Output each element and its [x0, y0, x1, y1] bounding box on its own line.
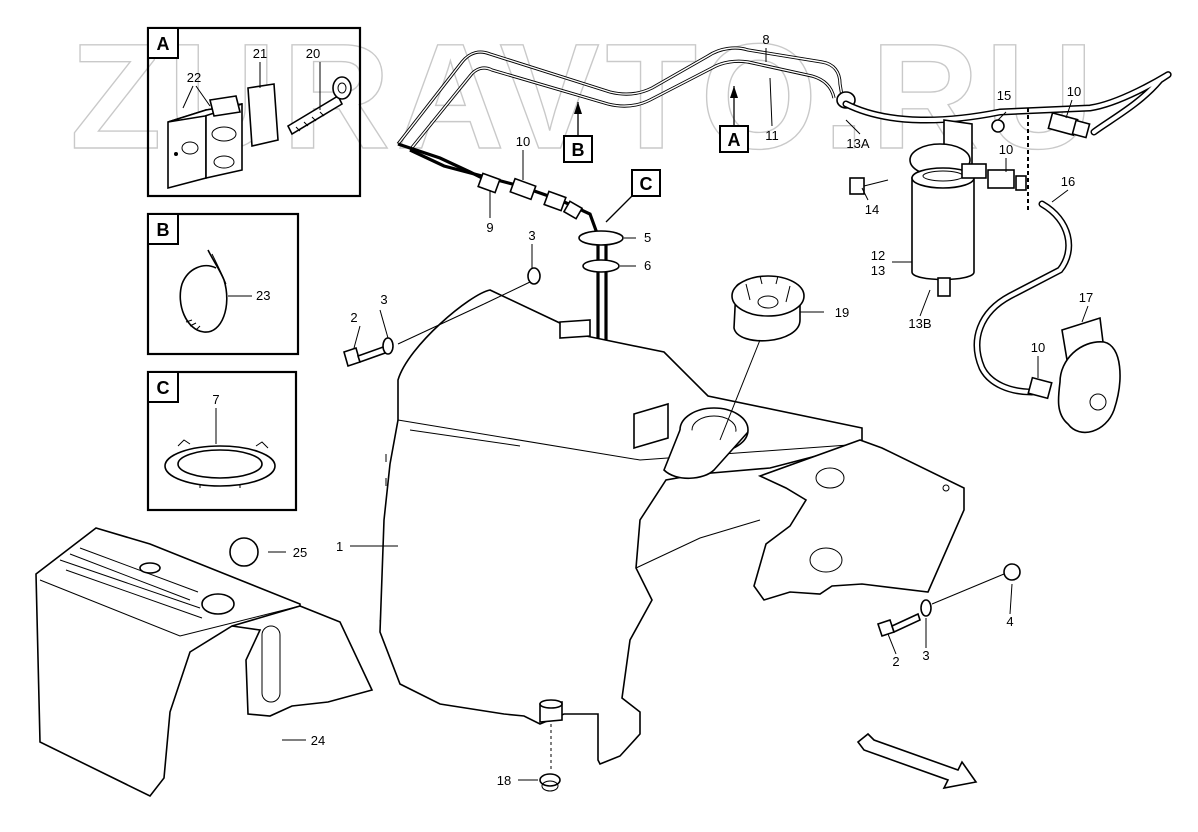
- mounting-bracket-right: [753, 439, 965, 601]
- callout-13a: 13A: [846, 136, 869, 151]
- svg-text:C: C: [640, 174, 653, 194]
- svg-text:B: B: [572, 140, 585, 160]
- fuel-hose-16: [842, 71, 1172, 396]
- view-marker-b: B: [563, 102, 593, 163]
- callout-labels: 1 2 2 3 3 3 4 5 6 8 9 10 10 10 10 11 12 …: [293, 32, 1093, 788]
- callout-3-right: 3: [922, 648, 929, 663]
- callout-16: 16: [1061, 174, 1075, 189]
- callout-9: 9: [486, 220, 493, 235]
- callout-20: 20: [306, 46, 320, 61]
- callout-10-b: 10: [1067, 84, 1081, 99]
- callout-14: 14: [865, 202, 879, 217]
- callout-19: 19: [835, 305, 849, 320]
- callout-2-right: 2: [892, 654, 899, 669]
- callout-leaders: [268, 48, 1089, 781]
- bolt-washer-set-right: [876, 563, 1021, 638]
- direction-arrow: [856, 732, 978, 790]
- callout-25: 25: [293, 545, 307, 560]
- callout-6: 6: [644, 258, 651, 273]
- callout-4: 4: [1006, 614, 1013, 629]
- detail-c-label: C: [157, 378, 170, 398]
- callout-13: 13: [871, 263, 885, 278]
- fuel-line-assembly: [396, 46, 856, 380]
- callout-17: 17: [1079, 290, 1093, 305]
- callout-13b: 13B: [908, 316, 931, 331]
- callout-3-top: 3: [528, 228, 535, 243]
- callout-10-d: 10: [1031, 340, 1045, 355]
- drain-plug-part: [539, 699, 563, 792]
- view-marker-a: A: [719, 86, 749, 153]
- detail-view-c: C 7: [146, 370, 298, 512]
- fuel-filter-part: [909, 119, 1027, 297]
- callout-3-left: 3: [380, 292, 387, 307]
- detail-b-label: B: [157, 220, 170, 240]
- callout-24: 24: [311, 733, 325, 748]
- fuel-sender-unit: [1057, 316, 1121, 434]
- callout-7: 7: [212, 392, 219, 407]
- callout-22: 22: [187, 70, 201, 85]
- view-marker-c: C: [605, 169, 661, 223]
- callout-18: 18: [497, 773, 511, 788]
- filler-cap-part: [731, 275, 805, 342]
- pipe-clamp-part: [167, 95, 243, 190]
- sealing-ring-part: [164, 439, 276, 488]
- auxiliary-tank-part: [35, 527, 374, 798]
- callout-11: 11: [765, 128, 779, 143]
- callout-10-a: 10: [516, 134, 530, 149]
- callout-15: 15: [997, 88, 1011, 103]
- callout-12: 12: [871, 248, 885, 263]
- callout-2-left: 2: [350, 310, 357, 325]
- detail-view-a: A 22 21 20: [146, 26, 362, 198]
- callout-8: 8: [762, 32, 769, 47]
- callout-5: 5: [644, 230, 651, 245]
- callout-21: 21: [253, 46, 267, 61]
- cover-plate-part: [247, 83, 279, 147]
- detail-a-label: A: [157, 34, 170, 54]
- bolt-part: [286, 76, 352, 136]
- callout-1: 1: [336, 539, 343, 554]
- callout-23: 23: [256, 288, 270, 303]
- svg-text:A: A: [728, 130, 741, 150]
- callout-10-c: 10: [999, 142, 1013, 157]
- fuel-tank-main: [379, 289, 863, 766]
- cable-tie-part: [179, 249, 228, 333]
- detail-view-b: B 23: [146, 212, 300, 356]
